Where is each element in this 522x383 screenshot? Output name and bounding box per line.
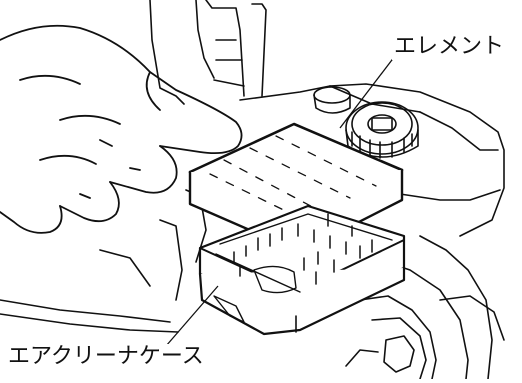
leader-element: [339, 51, 399, 129]
leader-lines: [165, 51, 399, 347]
air-cleaner-case: [198, 204, 406, 336]
callout-air-cleaner-case: エアクリーナケース: [6, 344, 206, 370]
callout-element: エレメント: [392, 34, 507, 60]
gloved-hand: [0, 24, 243, 234]
leader-case: [165, 285, 219, 347]
